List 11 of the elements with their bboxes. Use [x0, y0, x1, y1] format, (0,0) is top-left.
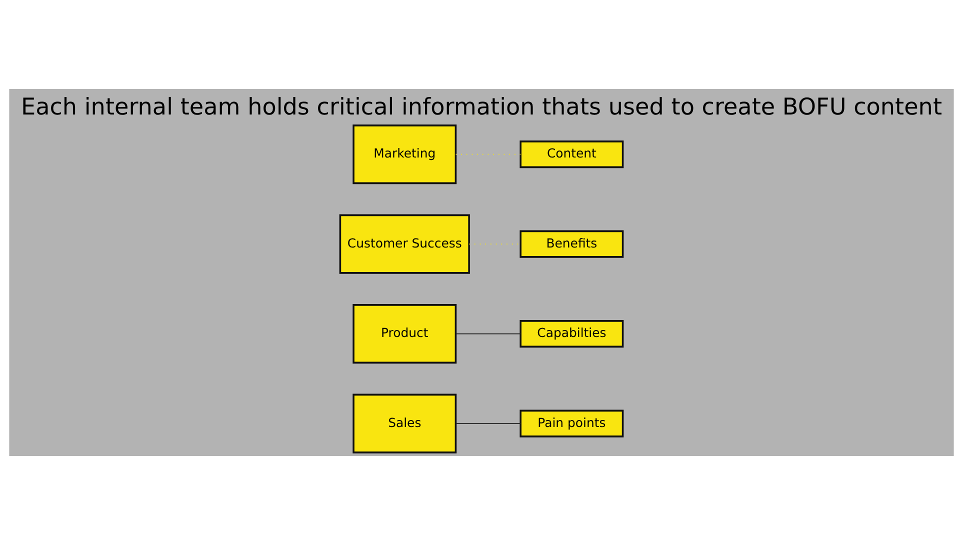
node-box: Customer Success: [339, 214, 470, 274]
node-box: Sales: [352, 393, 457, 453]
node-box: Content: [520, 140, 624, 168]
node-box: Benefits: [520, 230, 624, 258]
connector: [455, 332, 521, 334]
node-box: Product: [352, 304, 457, 364]
node-box: Pain points: [520, 409, 624, 437]
node-box: Capabilties: [520, 320, 624, 348]
connector: [455, 422, 521, 424]
node-box: Marketing: [352, 124, 457, 184]
diagram-title: Each internal team holds critical information thats used to create BOFU content: [20, 94, 942, 120]
